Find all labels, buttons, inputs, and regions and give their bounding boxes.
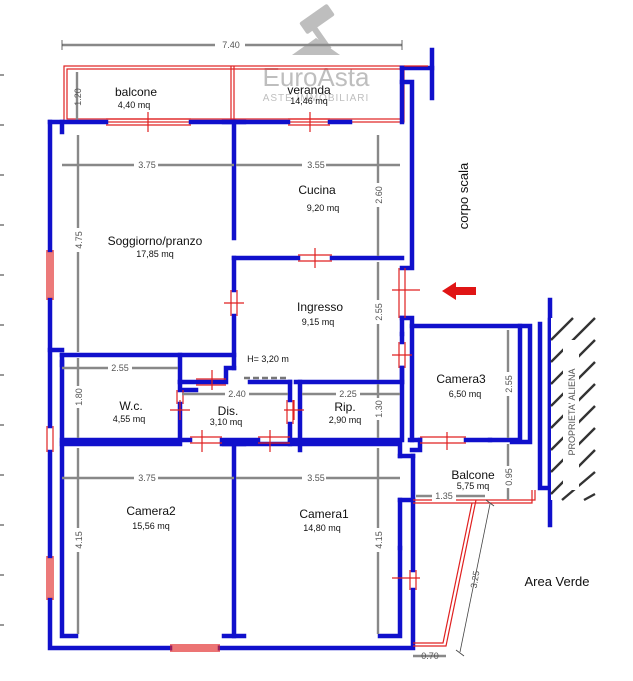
room-area-balcone-top: 4,40 mq bbox=[118, 100, 151, 110]
room-area-wc: 4,55 mq bbox=[113, 414, 146, 424]
room-area-ingresso: 9,15 mq bbox=[302, 317, 335, 327]
svg-text:2.55: 2.55 bbox=[504, 375, 514, 393]
room-area-balcone-right: 5,75 mq bbox=[457, 481, 490, 491]
label-area-verde: Area Verde bbox=[524, 574, 589, 589]
svg-text:3.55: 3.55 bbox=[307, 160, 325, 170]
svg-text:4.15: 4.15 bbox=[374, 531, 384, 549]
room-area-camera2: 15,56 mq bbox=[132, 521, 170, 531]
svg-text:7.40: 7.40 bbox=[222, 40, 240, 50]
watermark-tagline: ASTE IMMOBILIARI bbox=[263, 93, 370, 104]
room-name-soggiorno: Soggiorno/pranzo bbox=[108, 234, 203, 248]
svg-text:2.60: 2.60 bbox=[374, 186, 384, 204]
entrance-arrow-icon bbox=[442, 282, 476, 300]
svg-text:3.25: 3.25 bbox=[469, 570, 482, 589]
left-edge-ticks bbox=[0, 74, 4, 626]
room-name-wc: W.c. bbox=[119, 399, 142, 413]
svg-text:2.40: 2.40 bbox=[228, 389, 246, 399]
svg-text:2.55: 2.55 bbox=[111, 363, 129, 373]
foreign-property-hatch: PROPRIETA' ALIENA bbox=[550, 317, 596, 502]
room-name-cucina: Cucina bbox=[298, 183, 336, 197]
svg-text:4.15: 4.15 bbox=[74, 531, 84, 549]
label-height: H= 3,20 m bbox=[247, 354, 289, 364]
svg-text:1.20: 1.20 bbox=[73, 88, 83, 106]
room-name-dis: Dis. bbox=[218, 404, 239, 418]
room-name-veranda: veranda bbox=[287, 83, 331, 97]
room-name-balcone-top: balcone bbox=[115, 85, 157, 99]
room-name-camera3: Camera3 bbox=[436, 372, 486, 386]
room-name-rip: Rip. bbox=[334, 400, 355, 414]
svg-text:1.30: 1.30 bbox=[374, 400, 384, 418]
exterior-walls bbox=[47, 65, 553, 651]
room-name-ingresso: Ingresso bbox=[297, 300, 343, 314]
room-area-veranda: 14,46 mq bbox=[290, 96, 328, 106]
interior-walls bbox=[59, 119, 523, 639]
dimension-lines: 3.75 3.55 4.75 2.60 2.55 2.55 2.40 2.25 … bbox=[62, 135, 514, 634]
svg-text:0.70: 0.70 bbox=[421, 651, 439, 661]
dim-total-width: 7.40 bbox=[61, 39, 403, 51]
gavel-icon bbox=[292, 4, 340, 55]
room-area-dis: 3,10 mq bbox=[210, 417, 243, 427]
svg-text:3.75: 3.75 bbox=[138, 160, 156, 170]
room-name-camera1: Camera1 bbox=[299, 507, 349, 521]
room-area-rip: 2,90 mq bbox=[329, 415, 362, 425]
svg-text:0.95: 0.95 bbox=[504, 468, 514, 486]
room-area-soggiorno: 17,85 mq bbox=[136, 249, 174, 259]
label-proprieta: PROPRIETA' ALIENA bbox=[567, 368, 577, 455]
room-area-camera1: 14,80 mq bbox=[303, 523, 341, 533]
svg-text:3.75: 3.75 bbox=[138, 473, 156, 483]
svg-text:1.35: 1.35 bbox=[435, 491, 453, 501]
openings bbox=[46, 112, 536, 652]
dim-balcone-depth: 1.20 bbox=[73, 72, 83, 122]
watermark-brand: EuroAsta bbox=[263, 62, 370, 92]
room-area-cucina: 9,20 mq bbox=[307, 203, 340, 213]
svg-text:1.80: 1.80 bbox=[74, 388, 84, 406]
svg-text:2.55: 2.55 bbox=[374, 303, 384, 321]
room-area-camera3: 6,50 mq bbox=[449, 389, 482, 399]
room-name-balcone-right: Balcone bbox=[451, 468, 495, 482]
room-labels: Cucina 9,20 mq Soggiorno/pranzo 17,85 mq… bbox=[108, 183, 495, 533]
room-name-camera2: Camera2 bbox=[126, 504, 176, 518]
stair-corner bbox=[399, 47, 435, 101]
label-corpo-scala: corpo scala bbox=[456, 162, 471, 229]
svg-text:3.55: 3.55 bbox=[307, 473, 325, 483]
ramp-outline: 3.25 0.70 bbox=[413, 499, 495, 661]
svg-text:2.25: 2.25 bbox=[339, 389, 357, 399]
svg-text:4.75: 4.75 bbox=[74, 231, 84, 249]
